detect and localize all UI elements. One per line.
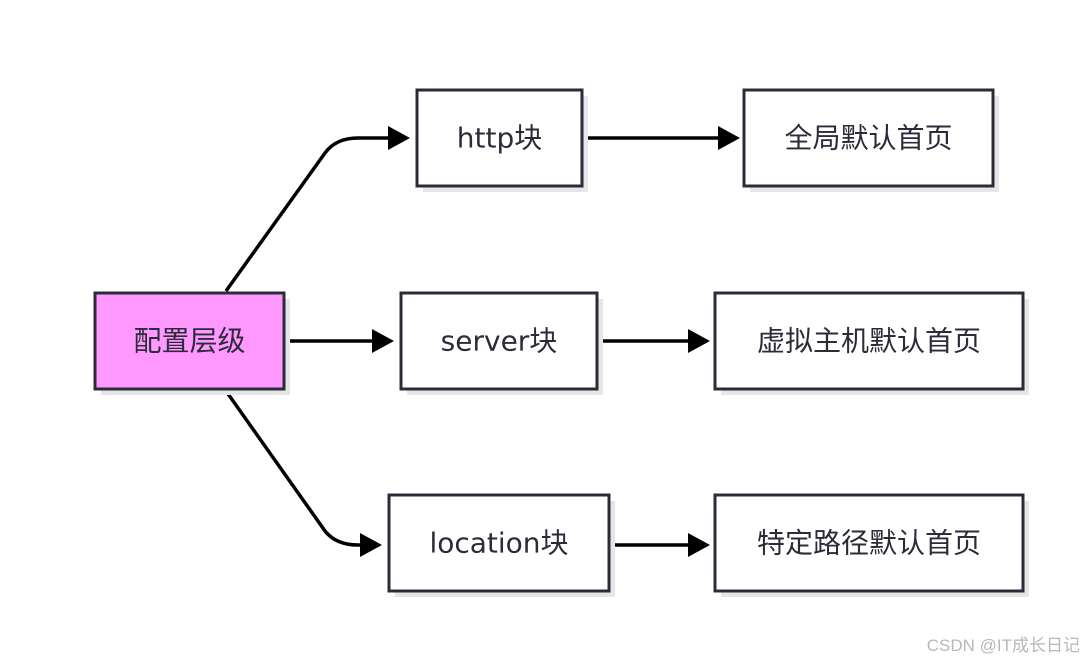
nodes: 配置层级 http块 server块 location块 全局默认首页虚拟主机默认首页特… bbox=[93, 88, 1029, 597]
node-root: 配置层级 bbox=[93, 291, 290, 395]
edge-root-to-server bbox=[286, 329, 394, 353]
edge-line bbox=[224, 136, 390, 293]
edge-http-to-http_default bbox=[584, 126, 740, 150]
arrowhead-icon bbox=[718, 126, 740, 150]
edge-server-to-server_default bbox=[599, 329, 710, 353]
node-location_default: 特定路径默认首页 bbox=[713, 493, 1029, 597]
node-box bbox=[387, 493, 611, 593]
node-box bbox=[93, 291, 286, 391]
edge-location-to-location_default bbox=[611, 533, 710, 557]
node-box bbox=[415, 88, 584, 188]
node-box bbox=[399, 291, 599, 391]
node-server_default: 虚拟主机默认首页 bbox=[713, 291, 1029, 395]
node-http_default: 全局默认首页 bbox=[742, 88, 999, 192]
edge-root-to-http bbox=[224, 126, 410, 293]
arrowhead-icon bbox=[688, 329, 710, 353]
edge-line bbox=[224, 389, 362, 547]
node-label: http块 bbox=[457, 122, 542, 155]
watermark: CSDN @IT成长日记 bbox=[926, 636, 1080, 655]
arrowhead-icon bbox=[688, 533, 710, 557]
node-box bbox=[713, 291, 1025, 391]
edges bbox=[224, 126, 740, 557]
node-label: 配置层级 bbox=[133, 325, 245, 358]
arrowhead-icon bbox=[372, 329, 394, 353]
arrowhead-icon bbox=[388, 126, 410, 150]
arrowhead-icon bbox=[360, 533, 382, 557]
node-label: 虚拟主机默认首页 bbox=[757, 325, 981, 358]
node-box bbox=[742, 88, 995, 188]
node-http: http块 bbox=[415, 88, 588, 192]
node-label: server块 bbox=[441, 325, 558, 358]
node-box bbox=[713, 493, 1025, 593]
node-server: server块 bbox=[399, 291, 603, 395]
edge-root-to-location bbox=[224, 389, 382, 557]
node-location: location块 bbox=[387, 493, 615, 597]
node-label: 全局默认首页 bbox=[784, 122, 952, 155]
node-label: 特定路径默认首页 bbox=[757, 527, 981, 560]
node-label: location块 bbox=[429, 527, 568, 560]
